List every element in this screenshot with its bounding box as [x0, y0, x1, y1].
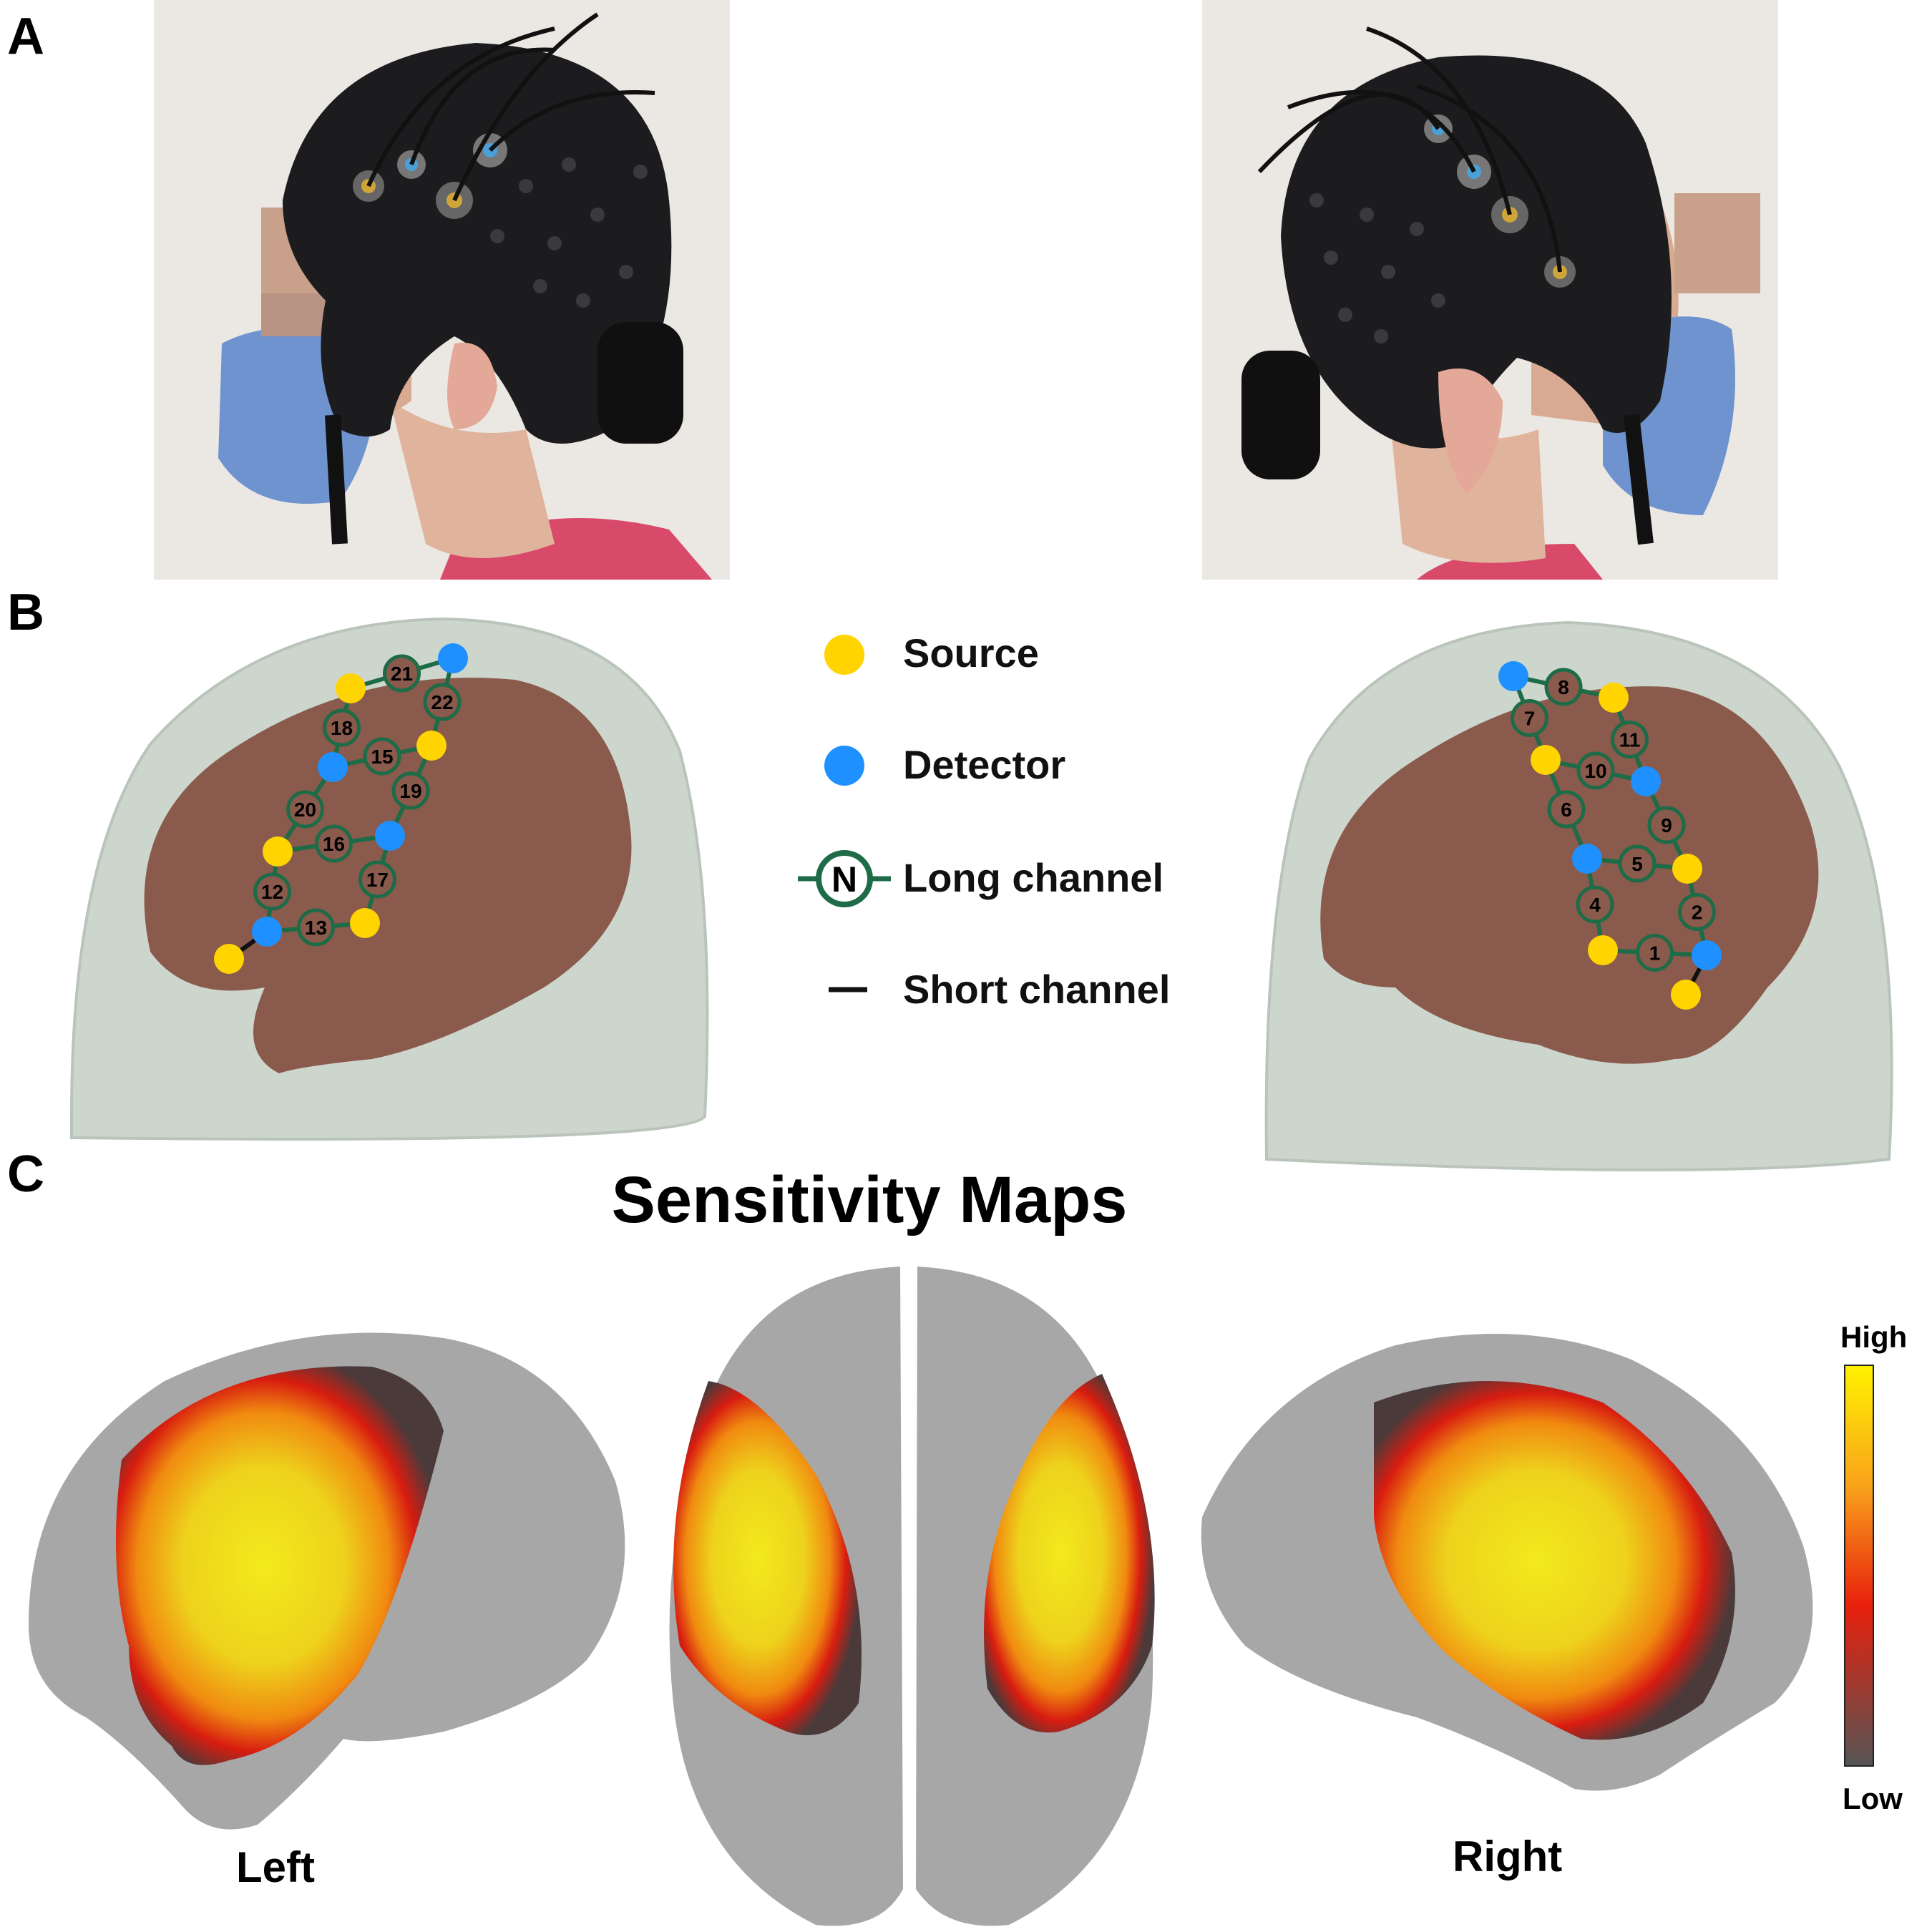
right-montage: 87 11 10 6 95 4 2 1 [1498, 661, 1722, 1010]
left-channel-marker [358, 860, 396, 899]
right-detector-optode [1631, 766, 1661, 796]
right-channel-number: 2 [1692, 902, 1703, 924]
left-channel-number: 17 [366, 869, 389, 891]
colorbar-low-label: Low [1843, 1782, 1903, 1815]
photo-left-profile [154, 0, 730, 580]
left-view-label: Left [236, 1843, 315, 1891]
legend-detector-label: Detector [903, 742, 1066, 787]
right-channel-number: 6 [1561, 799, 1572, 821]
right-channel-marker [1678, 893, 1716, 931]
left-channel-marker [286, 790, 324, 829]
right-channel-number: 7 [1524, 708, 1536, 730]
right-channel-number: 5 [1631, 853, 1643, 875]
legend-long-channel-label: Long channel [903, 855, 1163, 900]
left-channel-number: 15 [371, 746, 393, 768]
left-detector-optode [438, 643, 468, 673]
right-source-optode [1599, 683, 1629, 713]
left-channel-marker [297, 908, 335, 947]
right-channel-number: 10 [1584, 760, 1606, 782]
colorbar-high-label: High [1840, 1320, 1908, 1354]
left-channel-marker [253, 872, 291, 911]
left-channel-number: 21 [391, 663, 413, 685]
left-channel-marker [383, 654, 421, 693]
legend-source-dot [824, 635, 864, 675]
right-channel-number: 9 [1661, 814, 1672, 836]
panel-label-b: B [7, 584, 44, 641]
right-source-optode [1588, 935, 1618, 965]
right-brain [1320, 686, 1819, 1064]
photo-left-illustration [154, 0, 730, 580]
left-channel-marker [323, 708, 361, 747]
right-channel-marker [1544, 668, 1583, 706]
top-sensitivity-left [673, 1381, 862, 1735]
right-channel-number: 11 [1619, 729, 1641, 751]
right-channel-marker [1511, 699, 1548, 737]
left-channel-number: 20 [294, 799, 316, 821]
right-channel-marker [1576, 751, 1615, 790]
right-channel-marker [1576, 885, 1614, 924]
left-detector-optode [318, 752, 348, 782]
top-sensitivity-right [984, 1374, 1155, 1733]
legend-detector-dot [824, 746, 864, 786]
left-channel-number: 18 [331, 717, 353, 739]
left-detector-optode [252, 917, 282, 947]
left-source-optode [336, 673, 366, 703]
right-channel-marker [1636, 934, 1674, 972]
panel-label-c: C [7, 1146, 44, 1203]
right-source-optode [1672, 854, 1702, 884]
right-channel-marker [1547, 790, 1586, 829]
left-channel-marker [315, 824, 353, 863]
right-detector-optode [1572, 844, 1602, 874]
left-source-optode [416, 731, 447, 761]
left-channel-number: 12 [261, 881, 283, 903]
photo-right-illustration [1202, 0, 1778, 580]
left-channel-number: 19 [399, 780, 421, 802]
photo-right-profile [1202, 0, 1778, 580]
right-detector-optode [1498, 661, 1528, 691]
left-channel-number: 22 [431, 691, 453, 713]
left-channel-marker [423, 683, 462, 721]
left-channel-number: 13 [305, 917, 327, 939]
panel-label-a: A [7, 8, 44, 65]
left-channel-number: 16 [323, 833, 345, 855]
left-channel-marker [391, 771, 430, 810]
legend-short-channel-label: Short channel [903, 967, 1171, 1012]
left-short-source-optode [214, 944, 244, 974]
right-source-optode [1531, 745, 1561, 775]
right-channel-number: 8 [1558, 676, 1569, 698]
right-view-label: Right [1453, 1833, 1563, 1880]
legend-source-label: Source [903, 630, 1039, 675]
left-source-optode [350, 908, 380, 938]
right-channel-marker [1611, 721, 1649, 758]
colorbar [1844, 1365, 1874, 1767]
right-channel-marker [1647, 806, 1686, 844]
legend-long-channel-symbol: N [798, 850, 891, 907]
right-channel-marker [1618, 844, 1657, 883]
left-source-optode [263, 836, 293, 867]
legend-long-channel-n: N [831, 859, 857, 899]
sensitivity-maps [29, 1267, 1874, 1926]
left-channel-marker [363, 737, 401, 776]
left-detector-optode [375, 821, 405, 851]
right-detector-optode [1692, 940, 1722, 970]
right-channel-number: 4 [1589, 894, 1601, 916]
left-montage: 21 22 18 15 19 20 16 17 12 13 [214, 643, 468, 974]
sensitivity-title: Sensitivity Maps [611, 1163, 1128, 1236]
right-channel-number: 1 [1649, 942, 1661, 965]
left-sensitivity-region [116, 1366, 444, 1765]
right-sensitivity-region [1374, 1381, 1735, 1740]
right-short-source-optode [1671, 980, 1701, 1010]
